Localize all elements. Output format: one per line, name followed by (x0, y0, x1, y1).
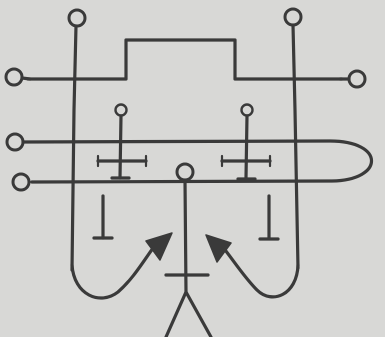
right-cross-stem (246, 116, 247, 178)
left-cross-head (116, 105, 127, 116)
left-vertical-rail (72, 26, 76, 270)
right-arrowhead (206, 235, 231, 262)
right-cross-head (242, 105, 253, 116)
left-u-loop (72, 244, 156, 298)
middle-crossbar-loop (23, 141, 372, 182)
middle-left-terminal (7, 134, 23, 150)
right-u-loop (222, 246, 298, 297)
lower-left-terminal (13, 174, 29, 190)
upper-left-stub (22, 78, 30, 79)
right-vertical-rail (293, 25, 298, 268)
top-right-pin-head (285, 9, 301, 25)
top-left-pin-head (69, 10, 85, 26)
upper-right-terminal (349, 71, 365, 87)
left-arrowhead (146, 233, 172, 260)
upper-left-terminal (6, 69, 22, 85)
central-figure-legs (166, 292, 211, 337)
central-figure-head (177, 164, 193, 180)
left-cross-stem (120, 116, 121, 178)
